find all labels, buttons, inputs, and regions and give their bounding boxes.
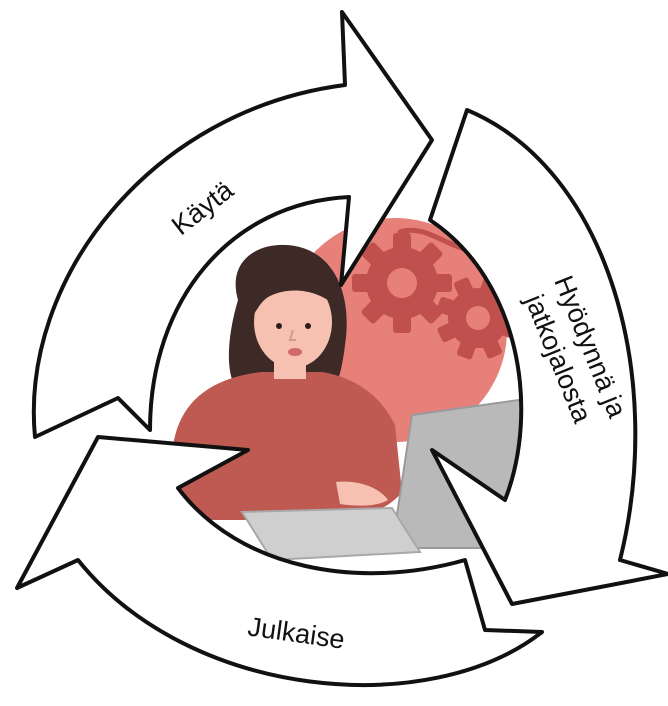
left-eye xyxy=(276,323,282,329)
arrow-hyodynna xyxy=(428,108,668,606)
hand xyxy=(336,481,388,506)
mouth xyxy=(288,348,302,356)
arrow-julkaise xyxy=(15,435,544,687)
nose xyxy=(288,329,296,341)
cycle-arrows xyxy=(15,10,668,687)
right-eye xyxy=(305,323,311,329)
person-laptop-illustration xyxy=(65,218,534,562)
fringe xyxy=(253,271,334,314)
arrow-kayta xyxy=(31,10,434,439)
gear-icon xyxy=(352,233,452,333)
laptop-base xyxy=(240,506,422,562)
face xyxy=(254,276,332,368)
